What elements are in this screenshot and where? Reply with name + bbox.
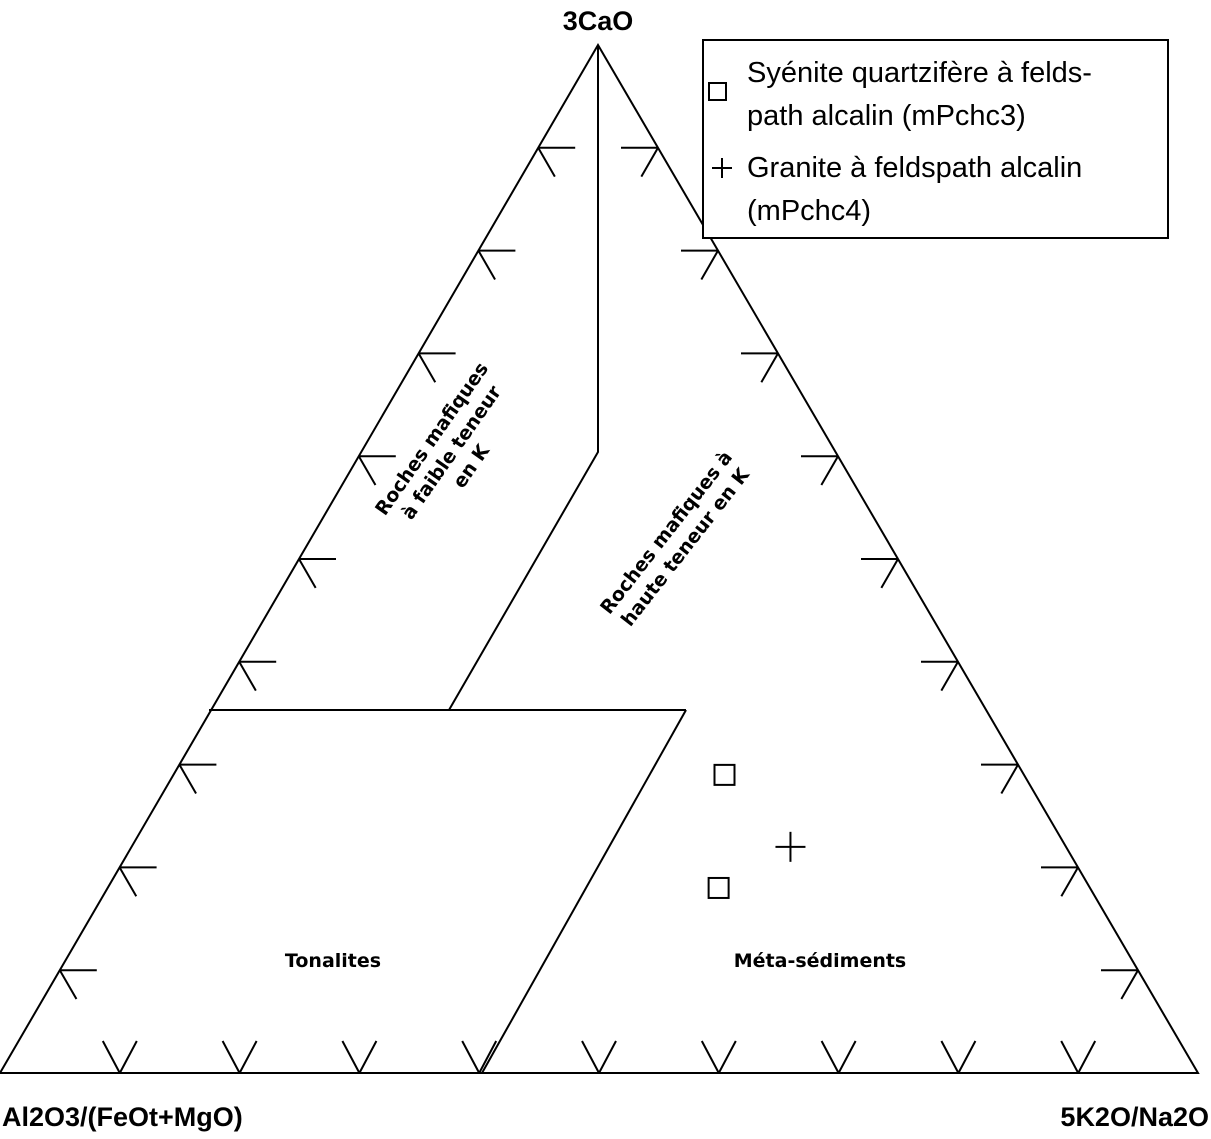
right-edge-tick <box>820 455 839 486</box>
right-edge-tick <box>880 558 899 589</box>
right-edge-tick <box>1060 866 1079 897</box>
bottom-edge-tick <box>118 1040 138 1074</box>
legend: Syénite quartzifère à felds- path alcali… <box>702 39 1169 239</box>
left-edge-tick <box>58 969 78 1000</box>
bottom-edge-tick <box>478 1040 498 1074</box>
boundary-mafic-split <box>448 45 599 711</box>
left-edge-tick <box>298 558 317 589</box>
bottom-edge-tick <box>1060 1040 1080 1074</box>
left-edge-tick <box>417 352 437 383</box>
right-edge-tick <box>940 661 959 692</box>
left-edge-tick <box>537 147 556 178</box>
boundary-tonalite-metased <box>481 709 687 1074</box>
data-point-square <box>707 876 730 899</box>
right-edge-tick <box>1000 764 1019 794</box>
tick-marks <box>58 146 1139 1074</box>
field-label-low-k-mafic: Roches mafiques à faible teneur en K <box>371 358 506 523</box>
left-edge-tick <box>238 661 257 692</box>
bottom-edge-tick <box>341 1040 361 1074</box>
legend-item-1-line-2: path alcalin (mPchc3) <box>747 100 1026 132</box>
legend-plus-marker <box>712 158 732 178</box>
bottom-edge-tick <box>820 1040 840 1074</box>
svg-text:Roches mafiques à: Roches mafiques à <box>596 447 737 619</box>
legend-item-2-line-2: (mPchc4) <box>747 195 871 227</box>
legend-item-2-line-1: Granite à feldspath alcalin <box>747 152 1082 184</box>
data-point-plus <box>775 831 806 862</box>
legend-box <box>702 39 1169 239</box>
field-label-meta-sediments: Méta-sédiments <box>734 950 907 972</box>
bottom-edge-tick <box>1077 1040 1097 1074</box>
field-label-high-k-mafic: Roches mafiques à haute teneur en K <box>596 447 755 631</box>
bottom-edge-tick <box>358 1040 378 1074</box>
bottom-edge-tick <box>461 1040 481 1074</box>
field-label-tonalites: Tonalites <box>285 950 381 972</box>
data-point-square <box>713 763 736 786</box>
left-edge-tick <box>357 455 377 486</box>
left-edge-tick <box>118 866 138 897</box>
axis-label-top: 3CaO <box>563 6 634 36</box>
bottom-edge-tick <box>837 1040 857 1074</box>
bottom-edge-tick <box>221 1040 241 1074</box>
left-edge-tick <box>477 250 496 280</box>
data-points <box>707 763 806 899</box>
bottom-edge-tick <box>940 1040 960 1074</box>
bottom-edge-tick <box>598 1040 617 1074</box>
svg-text:haute teneur en K: haute teneur en K <box>617 463 755 631</box>
bottom-edge-tick <box>957 1040 977 1074</box>
right-edge-tick <box>700 250 719 280</box>
legend-square-marker <box>708 82 727 101</box>
left-edge-tick <box>178 764 197 794</box>
bottom-edge-tick <box>581 1040 600 1074</box>
bottom-edge-tick <box>101 1040 121 1074</box>
axis-label-right: 5K2O/Na2O <box>1060 1102 1209 1132</box>
right-edge-tick <box>760 352 779 383</box>
right-edge-tick <box>640 147 659 178</box>
right-edge-tick <box>1120 969 1139 1000</box>
legend-item-1-line-1: Syénite quartzifère à felds- <box>747 57 1092 89</box>
axis-label-left: Al2O3/(FeOt+MgO) <box>2 1102 243 1132</box>
bottom-edge-tick <box>238 1040 258 1074</box>
bottom-edge-tick <box>717 1040 737 1074</box>
bottom-edge-tick <box>700 1040 720 1074</box>
